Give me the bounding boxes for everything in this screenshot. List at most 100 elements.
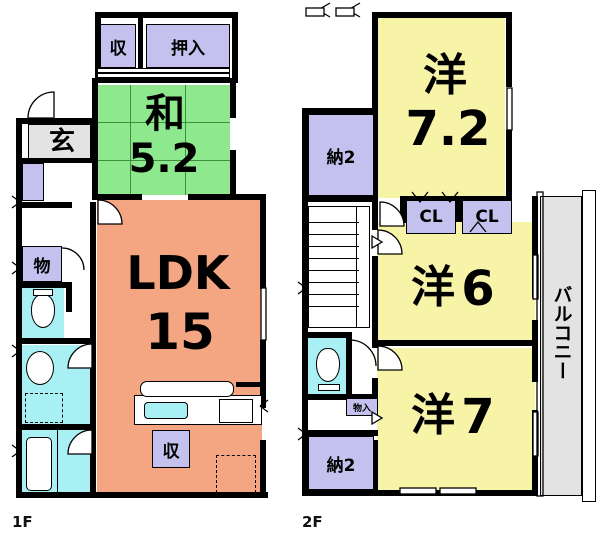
stair-tread	[309, 294, 359, 295]
closet-mono-label: 物	[33, 256, 51, 277]
room-label-washitsu: 和	[145, 91, 185, 137]
tatami-line	[97, 160, 230, 161]
closet-oshiire[interactable]: 押入	[146, 24, 230, 68]
stair-tread	[309, 234, 359, 235]
stair-tread	[309, 246, 359, 247]
closet-nando-bottom[interactable]: 納2	[308, 436, 374, 490]
closet-shu-top[interactable]: 収	[100, 24, 136, 68]
closet-entry-shoe[interactable]	[22, 163, 44, 201]
closet-shu-top-label: 収	[109, 38, 127, 59]
closet-cl-left-label: CL	[419, 207, 443, 227]
toilet-fixture-2f	[316, 348, 340, 382]
stair-tread	[309, 306, 359, 307]
room-size-ldk: 15	[145, 303, 215, 361]
wall-segment	[22, 158, 96, 163]
kitchen-upper-cabinet	[140, 381, 234, 397]
closet-mono[interactable]: 物	[22, 246, 62, 282]
room-label-youshitsu7: 洋	[411, 390, 455, 441]
kitchen-sink	[144, 402, 188, 419]
wall-segment	[302, 108, 378, 114]
wall-segment	[260, 194, 266, 289]
wall-segment	[232, 12, 238, 80]
closet-nando-top-label: 納2	[326, 147, 356, 168]
toilet-tank	[33, 289, 53, 296]
wall-segment	[230, 150, 236, 200]
wall-segment	[532, 320, 538, 382]
wall-segment	[302, 332, 352, 338]
room-washitsu-fill	[97, 85, 230, 195]
room-label-ldk: LDK	[126, 246, 230, 300]
stair-tread	[309, 270, 359, 271]
room-label-youshitsu6: 洋	[411, 262, 455, 313]
floor-1f-group: 収 押入 物 収 和 5.2 玄 LDK 15 1F	[12, 12, 268, 531]
wall-segment	[372, 202, 378, 230]
stove-burners	[219, 399, 253, 423]
wall-segment	[90, 202, 96, 498]
wall-segment	[372, 440, 378, 496]
wall-segment	[16, 338, 92, 344]
wall-segment	[372, 256, 378, 348]
room-youshitsu7-fill	[375, 348, 535, 496]
wall-segment	[16, 118, 96, 124]
room-size-youshitsu6: 6	[461, 261, 495, 317]
bath-divider	[57, 430, 58, 492]
floor-hatch	[216, 455, 256, 493]
wall-segment	[230, 78, 236, 118]
tatami-line	[185, 85, 186, 195]
wall-segment	[16, 424, 92, 430]
wall-segment	[90, 118, 96, 163]
wall-segment	[506, 12, 512, 87]
closet-oshiire-label: 押入	[171, 38, 205, 59]
tatami-line	[130, 85, 131, 195]
floor-label-1f: 1F	[12, 512, 33, 531]
room-label-youshitsu72: 洋	[423, 50, 467, 101]
wall-segment	[302, 202, 308, 496]
wall-segment	[302, 430, 378, 436]
closet-cl-right[interactable]: CL	[462, 200, 512, 234]
room-size-youshitsu72: 7.2	[405, 101, 491, 157]
wall-segment	[260, 440, 266, 498]
wall-segment	[16, 282, 72, 288]
toilet-tank-2f	[318, 384, 340, 391]
wall-segment	[456, 196, 462, 222]
bathtub	[26, 437, 52, 491]
closet-cl-left[interactable]: CL	[406, 200, 456, 234]
wall-segment	[95, 12, 238, 18]
toilet-fixture	[31, 294, 55, 328]
wall-segment	[302, 108, 308, 202]
wall-segment	[16, 202, 72, 208]
wall-segment	[302, 394, 378, 400]
stair-tread	[309, 282, 359, 283]
tatami-line	[97, 122, 230, 123]
wall-segment	[260, 340, 266, 408]
wall-segment	[532, 410, 538, 496]
stair-rail	[356, 206, 357, 328]
wall-segment	[138, 18, 143, 68]
room-label-entrance: 玄	[48, 127, 75, 157]
room-entrance-fill	[28, 124, 96, 159]
wall-segment	[346, 332, 352, 394]
wall-segment	[236, 382, 262, 387]
closet-ldk-storage[interactable]: 収	[152, 430, 190, 468]
balcony-label: バルコニー	[550, 284, 573, 380]
wall-segment	[16, 492, 268, 498]
room-size-washitsu: 5.2	[128, 136, 200, 182]
wall-segment	[95, 78, 238, 83]
closet-nando-top[interactable]: 納2	[308, 114, 374, 196]
washing-machine-pan	[25, 393, 63, 423]
stair-tread	[309, 222, 359, 223]
room-youshitsu72-fill	[375, 18, 505, 198]
closet-mono-iri[interactable]: 物入	[346, 398, 378, 416]
floor-2f-group: 納2 納2 CL CL 物入 バルコニー 洋 7.2 洋 6 洋 7 2F	[300, 0, 600, 540]
balcony-rail	[582, 190, 596, 502]
wall-segment	[302, 196, 378, 202]
wall-segment	[378, 340, 538, 346]
wall-segment	[92, 194, 142, 200]
room-size-youshitsu7: 7	[461, 389, 495, 445]
wall-segment	[66, 282, 72, 312]
wall-segment	[302, 490, 538, 496]
wall-segment	[188, 194, 266, 200]
wall-segment	[506, 130, 512, 198]
closet-cl-right-label: CL	[475, 207, 499, 227]
